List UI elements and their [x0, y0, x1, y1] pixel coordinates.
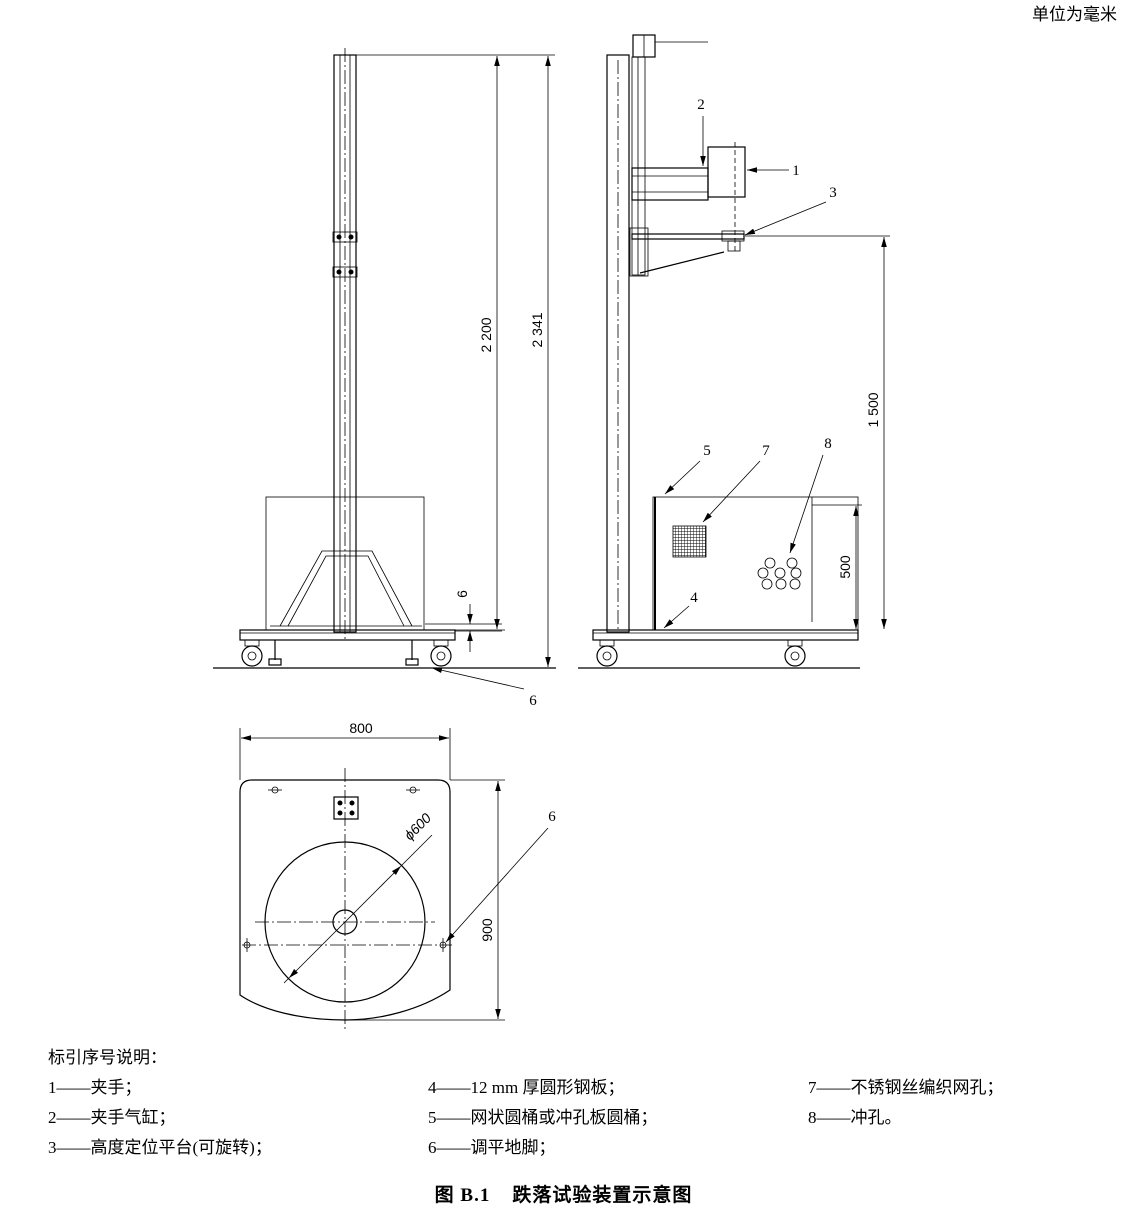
column-outline	[606, 54, 630, 633]
figure-number: 图 B.1	[434, 1185, 491, 1206]
caster-wheel	[784, 639, 806, 667]
legend-item: 6——调平地脚；	[428, 1138, 556, 1157]
callout-leader-drum	[664, 460, 701, 495]
depth-label: 900	[479, 918, 495, 942]
base-plate	[592, 629, 859, 641]
legend-item: 5——网状圆桶或冲孔板圆桶；	[428, 1108, 658, 1127]
column-base-plate	[333, 796, 359, 820]
width-label: 800	[349, 720, 373, 736]
column-joint-plate	[332, 231, 358, 243]
mesh-pattern	[672, 525, 707, 558]
drop-test-apparatus-drawing: 6 2 200 2 341 6	[213, 34, 890, 1032]
base-plate	[239, 629, 456, 641]
platform-arm	[631, 233, 745, 240]
callout-leader-feet	[445, 827, 549, 943]
diameter-extension	[283, 977, 290, 984]
callout-leader-holes	[789, 454, 824, 554]
callout-holes: 8	[824, 436, 832, 452]
legend-item: 3——高度定位平台(可旋转)；	[48, 1138, 272, 1157]
leveling-foot	[405, 640, 419, 666]
punched-holes	[757, 557, 802, 590]
total-height-label: 2 341	[529, 312, 545, 347]
legend-item: 1——夹手；	[48, 1078, 142, 1097]
column-outline	[333, 54, 357, 633]
callout-platform: 3	[829, 185, 837, 201]
hopper-outline	[279, 550, 413, 627]
legend-item: 4——12 mm 厚圆形钢板；	[428, 1078, 625, 1097]
legend-item: 7——不锈钢丝编织网孔；	[808, 1078, 1004, 1097]
drum-outline	[652, 496, 859, 631]
caster-wheel	[241, 639, 263, 667]
callout-feet: 6	[548, 809, 556, 825]
side-view: 2 1 3 1 500 5 7 8	[578, 34, 890, 669]
platform-pivot	[727, 240, 741, 252]
mounting-hole	[406, 786, 420, 794]
diameter-dimension	[288, 865, 402, 979]
leveling-foot-hole	[243, 938, 251, 952]
gap-dimension: 6	[425, 590, 502, 652]
callout-mesh: 7	[762, 443, 770, 459]
callout-drum: 5	[703, 443, 711, 459]
mounting-hole	[268, 786, 282, 794]
callout-leader-plate	[663, 605, 690, 629]
units-note: 单位为毫米	[1032, 5, 1117, 24]
callout-cylinder: 2	[697, 97, 705, 113]
caster-wheel	[430, 639, 452, 667]
legend-item: 2——夹手气缸；	[48, 1108, 176, 1127]
front-view: 6 2 200 2 341 6	[213, 48, 556, 709]
column-joint-plate	[332, 266, 358, 278]
column-height-label: 2 200	[478, 317, 494, 352]
leveling-foot-hole	[439, 938, 447, 952]
plan-view: 800 900 ϕ600 6	[239, 720, 556, 1032]
caster-wheel	[596, 639, 618, 667]
callout-clamp: 1	[792, 163, 800, 179]
leveling-foot	[268, 640, 282, 666]
callout-leader-feet	[431, 667, 525, 690]
drum-height-label: 500	[837, 555, 853, 579]
callout-leader-platform	[744, 201, 827, 236]
platform-strut	[639, 251, 725, 274]
drop-height-label: 1 500	[865, 392, 881, 427]
lift-head	[632, 34, 708, 58]
clamp-jaw	[707, 146, 746, 198]
figure-caption: 图 B.1 跌落试验装置示意图	[0, 1180, 1127, 1207]
callout-feet: 6	[529, 693, 537, 709]
callout-plate: 4	[690, 590, 698, 606]
figure-title: 跌落试验装置示意图	[512, 1185, 693, 1206]
callout-leader-mesh	[702, 460, 761, 523]
gap-dimension-label: 6	[454, 590, 470, 598]
clamp-cylinder	[631, 167, 709, 201]
diameter-extension	[400, 834, 433, 867]
guide-rail	[631, 56, 646, 276]
legend-item: 8——冲孔。	[808, 1108, 902, 1127]
hopper-inner	[287, 555, 405, 627]
platform-bracket	[629, 227, 649, 277]
legend-title: 标引序号说明：	[48, 1048, 167, 1067]
